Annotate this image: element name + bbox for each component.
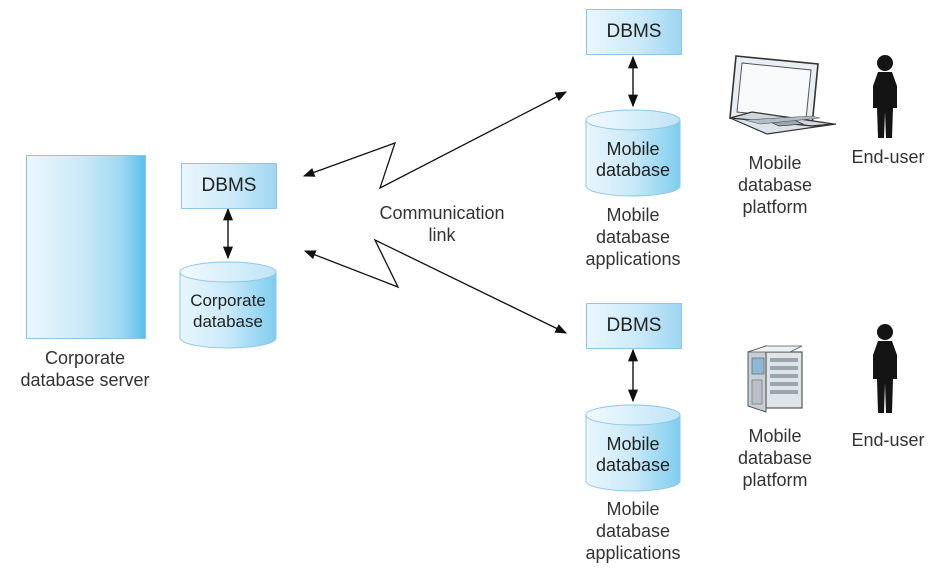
mobile-apps-label-bottom: Mobile database applications	[568, 498, 698, 564]
mobile-database-label-top-line2: database	[595, 160, 671, 180]
mobile-dbms-box-bottom: DBMS	[586, 303, 682, 349]
corporate-dbms-box: DBMS	[181, 163, 277, 209]
mobile-platform-label-top-line1: Mobile	[748, 153, 802, 173]
communication-link-lower	[303, 238, 568, 334]
communication-link-upper	[302, 91, 568, 190]
mobile-dbms-label-top: DBMS	[606, 21, 662, 42]
corporate-server-label-line1: Corporate	[44, 348, 126, 368]
communication-link-label-line1: Communication	[379, 203, 505, 223]
mobile-apps-label-top-line2: database	[595, 227, 671, 247]
end-user-label-top-text: End-user	[851, 147, 925, 167]
pc-tower-icon	[747, 345, 803, 413]
mobile-database-label-bottom-line1: Mobile	[606, 434, 660, 454]
corporate-server-label: Corporate database server	[0, 347, 170, 391]
end-user-label-top: End-user	[842, 146, 934, 168]
corporate-server-label-line2: database server	[20, 370, 150, 390]
mobile-apps-label-bottom-line1: Mobile	[606, 499, 660, 519]
mobile-database-label-bottom: Mobile database	[586, 432, 680, 478]
mobile-dbms-label-bottom: DBMS	[606, 315, 662, 336]
mobile-platform-label-bottom-line3: platform	[742, 470, 808, 490]
communication-link-label-line2: link	[428, 225, 456, 245]
corporate-database-label-line2: database	[193, 312, 263, 331]
mobile-database-cylinder-bottom	[585, 404, 681, 492]
mobile-apps-label-top-line3: applications	[585, 249, 681, 269]
corporate-dbms-label: DBMS	[201, 175, 257, 196]
end-user-label-bottom: End-user	[842, 429, 934, 451]
mobile-platform-label-bottom: Mobile database platform	[720, 425, 830, 491]
end-user-icon-bottom	[873, 324, 897, 413]
end-user-label-bottom-text: End-user	[851, 430, 925, 450]
mobile-database-label-bottom-line2: database	[595, 455, 671, 475]
corporate-database-label: Corporate database	[180, 287, 276, 335]
mobile-apps-label-bottom-line3: applications	[585, 543, 681, 563]
end-user-icon-top	[873, 55, 897, 138]
mobile-platform-label-top-line3: platform	[742, 197, 808, 217]
mobile-platform-label-top: Mobile database platform	[720, 152, 830, 218]
mobile-database-label-top-line1: Mobile	[606, 139, 660, 159]
mobile-apps-label-bottom-line2: database	[595, 521, 671, 541]
communication-link-label: Communication link	[352, 202, 532, 246]
mobile-dbms-box-top: DBMS	[586, 9, 682, 55]
mobile-database-cylinder-top	[585, 109, 681, 197]
mobile-apps-label-top: Mobile database applications	[568, 204, 698, 270]
mobile-database-label-top: Mobile database	[586, 137, 680, 183]
corporate-database-label-line1: Corporate	[190, 291, 266, 310]
mobile-platform-label-bottom-line2: database	[737, 448, 813, 468]
mobile-platform-label-top-line2: database	[737, 175, 813, 195]
mobile-apps-label-top-line1: Mobile	[606, 205, 660, 225]
corporate-database-server	[26, 155, 146, 339]
mobile-platform-label-bottom-line1: Mobile	[748, 426, 802, 446]
corporate-database-cylinder	[179, 261, 277, 349]
laptop-icon	[729, 55, 837, 135]
